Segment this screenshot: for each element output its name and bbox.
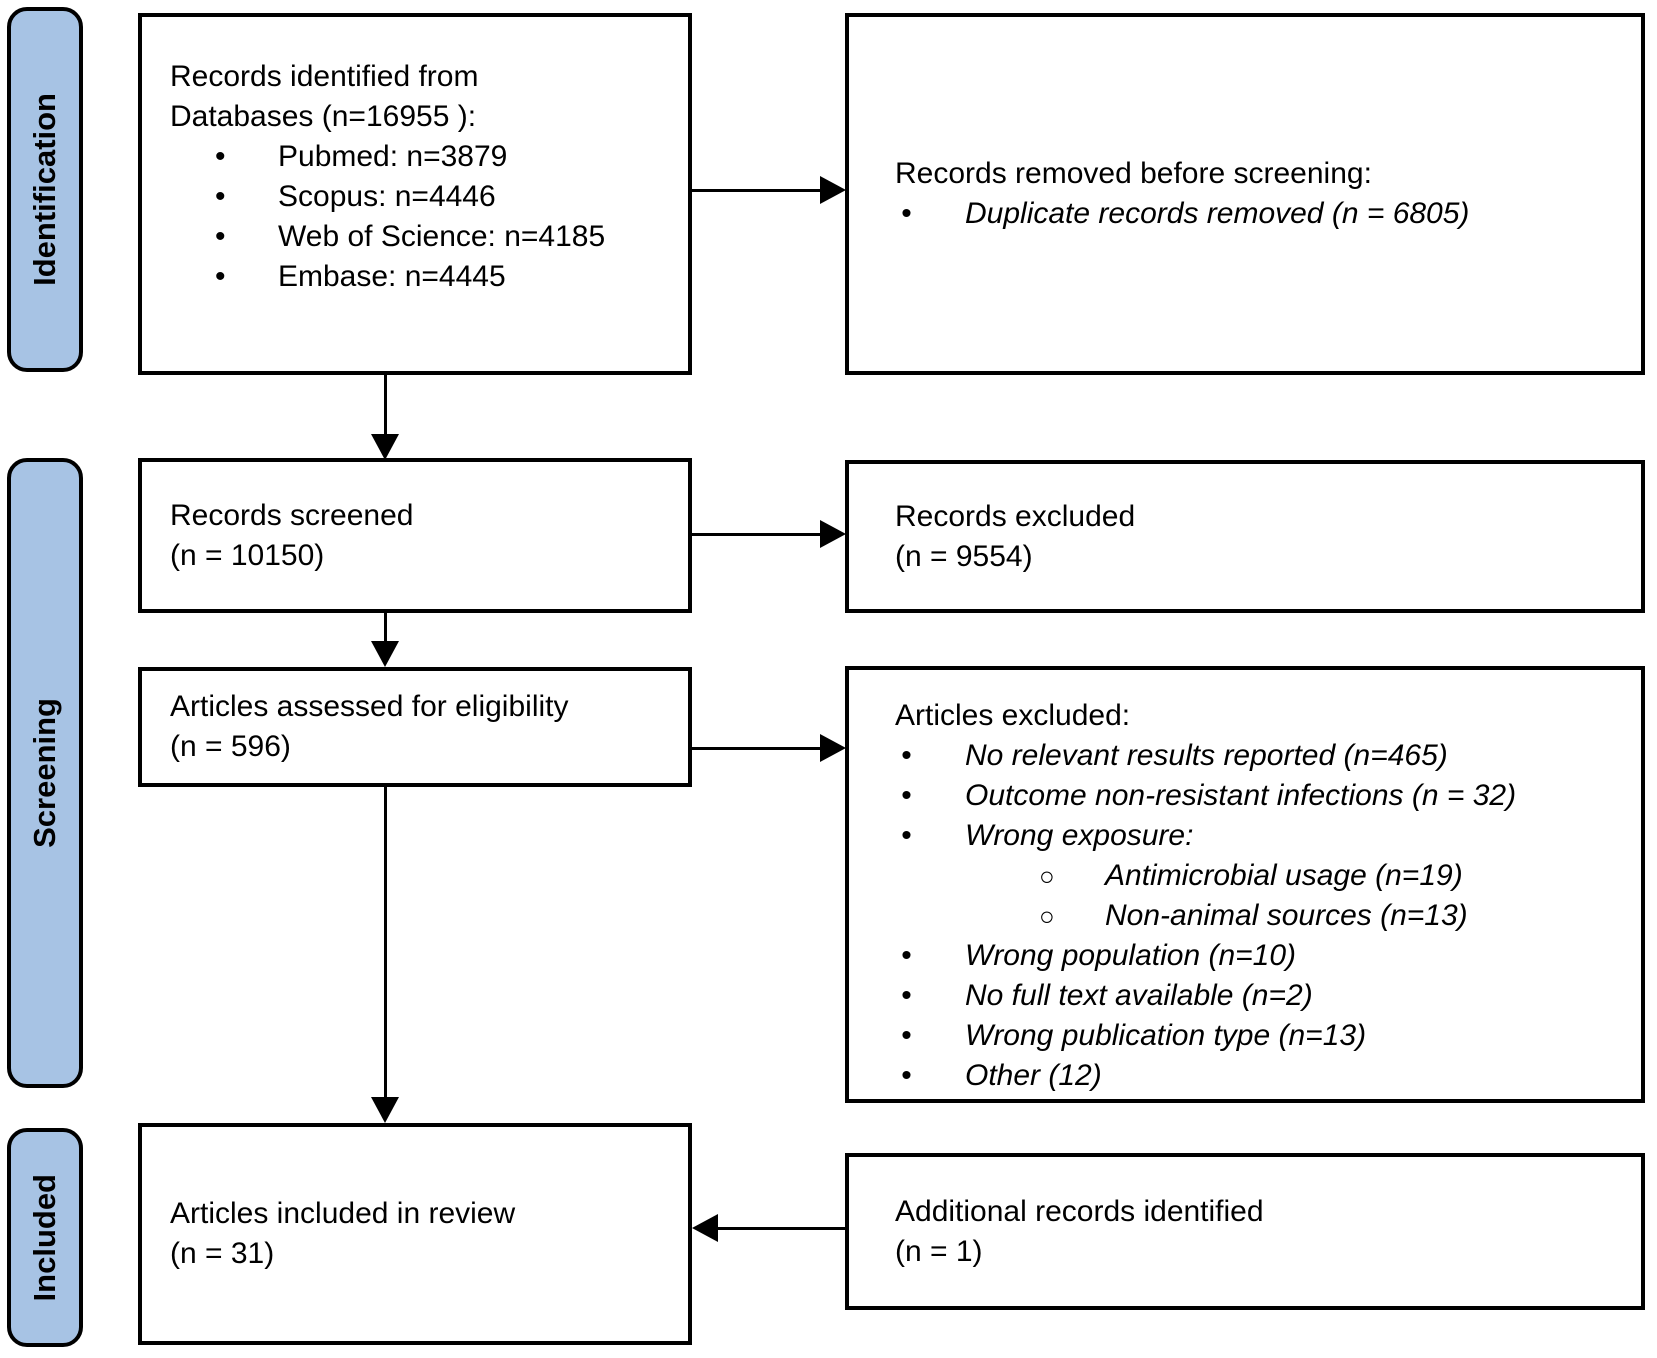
box-records-identified: Records identified from Databases (n=169… [138, 13, 692, 375]
records-removed-title: Records removed before screening: [895, 157, 1372, 190]
list-item: Non-animal sources (n=13) [895, 896, 1657, 936]
arrow-shaft [384, 375, 387, 436]
list-item: Antimicrobial usage (n=19) [895, 856, 1657, 896]
list-item: Wrong publication type (n=13) [895, 1016, 1657, 1056]
list-item: Outcome non-resistant infections (n = 32… [895, 776, 1657, 816]
wrong-exposure-sublist: Antimicrobial usage (n=19) Non-animal so… [895, 856, 1657, 936]
arrow-shaft [692, 189, 824, 192]
stage-label-included-text: Included [27, 1173, 62, 1302]
records-screened-count: (n = 10150) [170, 538, 325, 572]
stage-label-screening-text: Screening [27, 698, 62, 848]
arrow-head [371, 434, 399, 460]
arrow-head [692, 1214, 718, 1242]
records-identified-line2: Databases (n=16955 ): [170, 100, 477, 133]
box-records-identified-content: Records identified from Databases (n=169… [142, 17, 732, 297]
arrow-shaft [692, 747, 824, 750]
box-records-excluded-content: Records excluded (n = 9554) [849, 464, 1657, 609]
box-articles-assessed: Articles assessed for eligibility (n = 5… [138, 667, 692, 787]
stage-label-screening: Screening [7, 458, 83, 1088]
list-item: Scopus: n=4446 [170, 177, 716, 217]
records-removed-list: Duplicate records removed (n = 6805) [895, 194, 1657, 234]
articles-included-line1: Articles included in review [170, 1197, 516, 1230]
box-articles-included-content: Articles included in review (n = 31) [142, 1127, 732, 1341]
arrow-shaft [718, 1227, 845, 1230]
arrow-shaft [384, 787, 387, 1099]
box-articles-included: Articles included in review (n = 31) [138, 1123, 692, 1345]
list-item: Embase: n=4445 [170, 257, 716, 297]
records-excluded-line1: Records excluded [895, 499, 1136, 533]
articles-included-count: (n = 31) [170, 1237, 275, 1270]
stage-label-identification-text: Identification [27, 93, 62, 286]
list-item: Pubmed: n=3879 [170, 137, 716, 177]
list-item: No relevant results reported (n=465) [895, 736, 1657, 776]
box-records-excluded: Records excluded (n = 9554) [845, 460, 1645, 613]
additional-records-count: (n = 1) [895, 1234, 983, 1268]
arrow-head [371, 1097, 399, 1123]
additional-records-line1: Additional records identified [895, 1194, 1264, 1228]
box-articles-excluded-content: Articles excluded: No relevant results r… [849, 670, 1657, 1096]
list-item: Web of Science: n=4185 [170, 217, 716, 257]
box-records-screened-content: Records screened (n = 10150) [142, 462, 732, 609]
box-articles-assessed-content: Articles assessed for eligibility (n = 5… [142, 671, 732, 783]
box-additional-records-content: Additional records identified (n = 1) [849, 1157, 1657, 1306]
stage-label-identification: Identification [7, 7, 83, 372]
arrow-head [371, 641, 399, 667]
arrow-head [820, 734, 846, 762]
arrow-shaft [384, 613, 387, 643]
box-articles-excluded: Articles excluded: No relevant results r… [845, 666, 1645, 1103]
arrow-shaft [692, 533, 824, 536]
articles-assessed-line1: Articles assessed for eligibility [170, 690, 569, 723]
box-records-removed-content: Records removed before screening: Duplic… [849, 17, 1657, 371]
records-screened-line1: Records screened [170, 498, 414, 532]
records-excluded-count: (n = 9554) [895, 539, 1033, 573]
records-identified-database-list: Pubmed: n=3879 Scopus: n=4446 Web of Sci… [170, 137, 716, 297]
articles-excluded-title: Articles excluded: [895, 699, 1131, 732]
list-item: Other (12) [895, 1056, 1657, 1096]
list-item: No full text available (n=2) [895, 976, 1657, 1016]
box-additional-records: Additional records identified (n = 1) [845, 1153, 1645, 1310]
arrow-head [820, 176, 846, 204]
articles-excluded-list-continued: Wrong population (n=10) No full text ava… [895, 936, 1657, 1096]
box-records-removed: Records removed before screening: Duplic… [845, 13, 1645, 375]
box-records-screened: Records screened (n = 10150) [138, 458, 692, 613]
articles-excluded-list: No relevant results reported (n=465) Out… [895, 736, 1657, 856]
list-item: Wrong exposure: [895, 816, 1657, 856]
list-item: Wrong population (n=10) [895, 936, 1657, 976]
list-item: Duplicate records removed (n = 6805) [895, 194, 1657, 234]
arrow-head [820, 520, 846, 548]
articles-assessed-count: (n = 596) [170, 730, 291, 763]
stage-label-included: Included [7, 1128, 83, 1347]
records-identified-line1: Records identified from [170, 60, 479, 93]
